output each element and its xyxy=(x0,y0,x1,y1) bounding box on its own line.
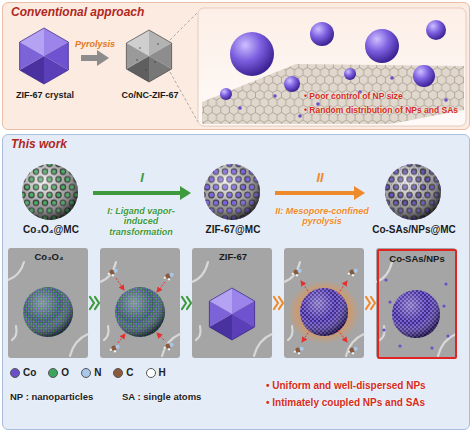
legend-text: C xyxy=(126,367,133,378)
legend-swatch xyxy=(48,368,58,378)
panel-title: Conventional approach xyxy=(3,3,469,23)
structure-label: Co-SAs/NPs xyxy=(387,251,446,265)
legend-swatch xyxy=(113,368,123,378)
arrow-shaft xyxy=(81,55,97,61)
legend-item: O xyxy=(48,367,69,378)
process-arrow xyxy=(81,50,109,66)
legend-text: Co xyxy=(23,367,36,378)
arrow-head xyxy=(354,186,365,200)
arrow-label: II xyxy=(280,171,360,184)
abbreviation-note: SA : single atoms xyxy=(122,392,230,403)
arrow-shaft xyxy=(275,191,354,195)
structure-label: Co₃O₄ xyxy=(33,249,66,263)
process-arrow xyxy=(275,186,365,200)
note-bullet: • Intimately coupled NPs and SAs xyxy=(266,397,466,409)
legend-text: N xyxy=(94,367,101,378)
zoom-panel: ZIF-67 xyxy=(193,249,273,359)
structure-label: Co₃O₄@MC xyxy=(22,224,80,236)
process-arrow xyxy=(93,186,191,200)
step-description: I: Ligand vapor-induced transformation xyxy=(91,206,191,237)
legend-swatch xyxy=(146,368,156,378)
structure-label: ZIF-67@MC xyxy=(205,224,262,236)
structure-label: Co-SAs/NPs@MC xyxy=(371,224,457,236)
legend-text: H xyxy=(159,367,166,378)
legend-item: H xyxy=(146,367,166,378)
arrow-shaft xyxy=(93,191,180,195)
structure-box: ZIF-67 crystal xyxy=(11,16,79,100)
legend-item: C xyxy=(113,367,133,378)
legend-text: O xyxy=(61,367,69,378)
legend: Co O N C H xyxy=(10,367,178,378)
arrow-head xyxy=(97,50,109,66)
legend-item: Co xyxy=(10,367,36,378)
sphere-box: Co-SAs/NPs@MC xyxy=(367,151,461,235)
legend-swatch xyxy=(81,368,91,378)
abbreviation-note: NP : nanoparticles xyxy=(10,392,118,403)
arrow-head xyxy=(180,186,191,200)
legend-swatch xyxy=(10,368,20,378)
structure-label: ZIF-67 xyxy=(217,249,249,263)
sphere-box: Co₃O₄@MC xyxy=(11,151,91,235)
structure-box: Co/NC-ZIF-67 xyxy=(111,16,189,100)
note-bullet: • Uniform and well-dispersed NPs xyxy=(266,380,466,392)
step-description: II: Mesopore-confined pyrolysis xyxy=(274,206,370,227)
structure-label: Co/NC-ZIF-67 xyxy=(121,90,180,100)
zoom-panel: Co₃O₄ xyxy=(9,249,89,359)
structure-label: ZIF-67 crystal xyxy=(15,90,75,100)
arrow-label: Pyrolysis xyxy=(55,40,135,49)
arrow-label: I xyxy=(102,171,182,184)
panel-title: This work xyxy=(3,135,469,155)
note-bullet: • Random distribution of NPs and SAs xyxy=(304,106,470,116)
note-bullet: • Poor control of NP size xyxy=(304,92,470,102)
zoom-panel: Co-SAs/NPs xyxy=(377,249,457,359)
sphere-box: ZIF-67@MC xyxy=(193,151,273,235)
legend-item: N xyxy=(81,367,101,378)
